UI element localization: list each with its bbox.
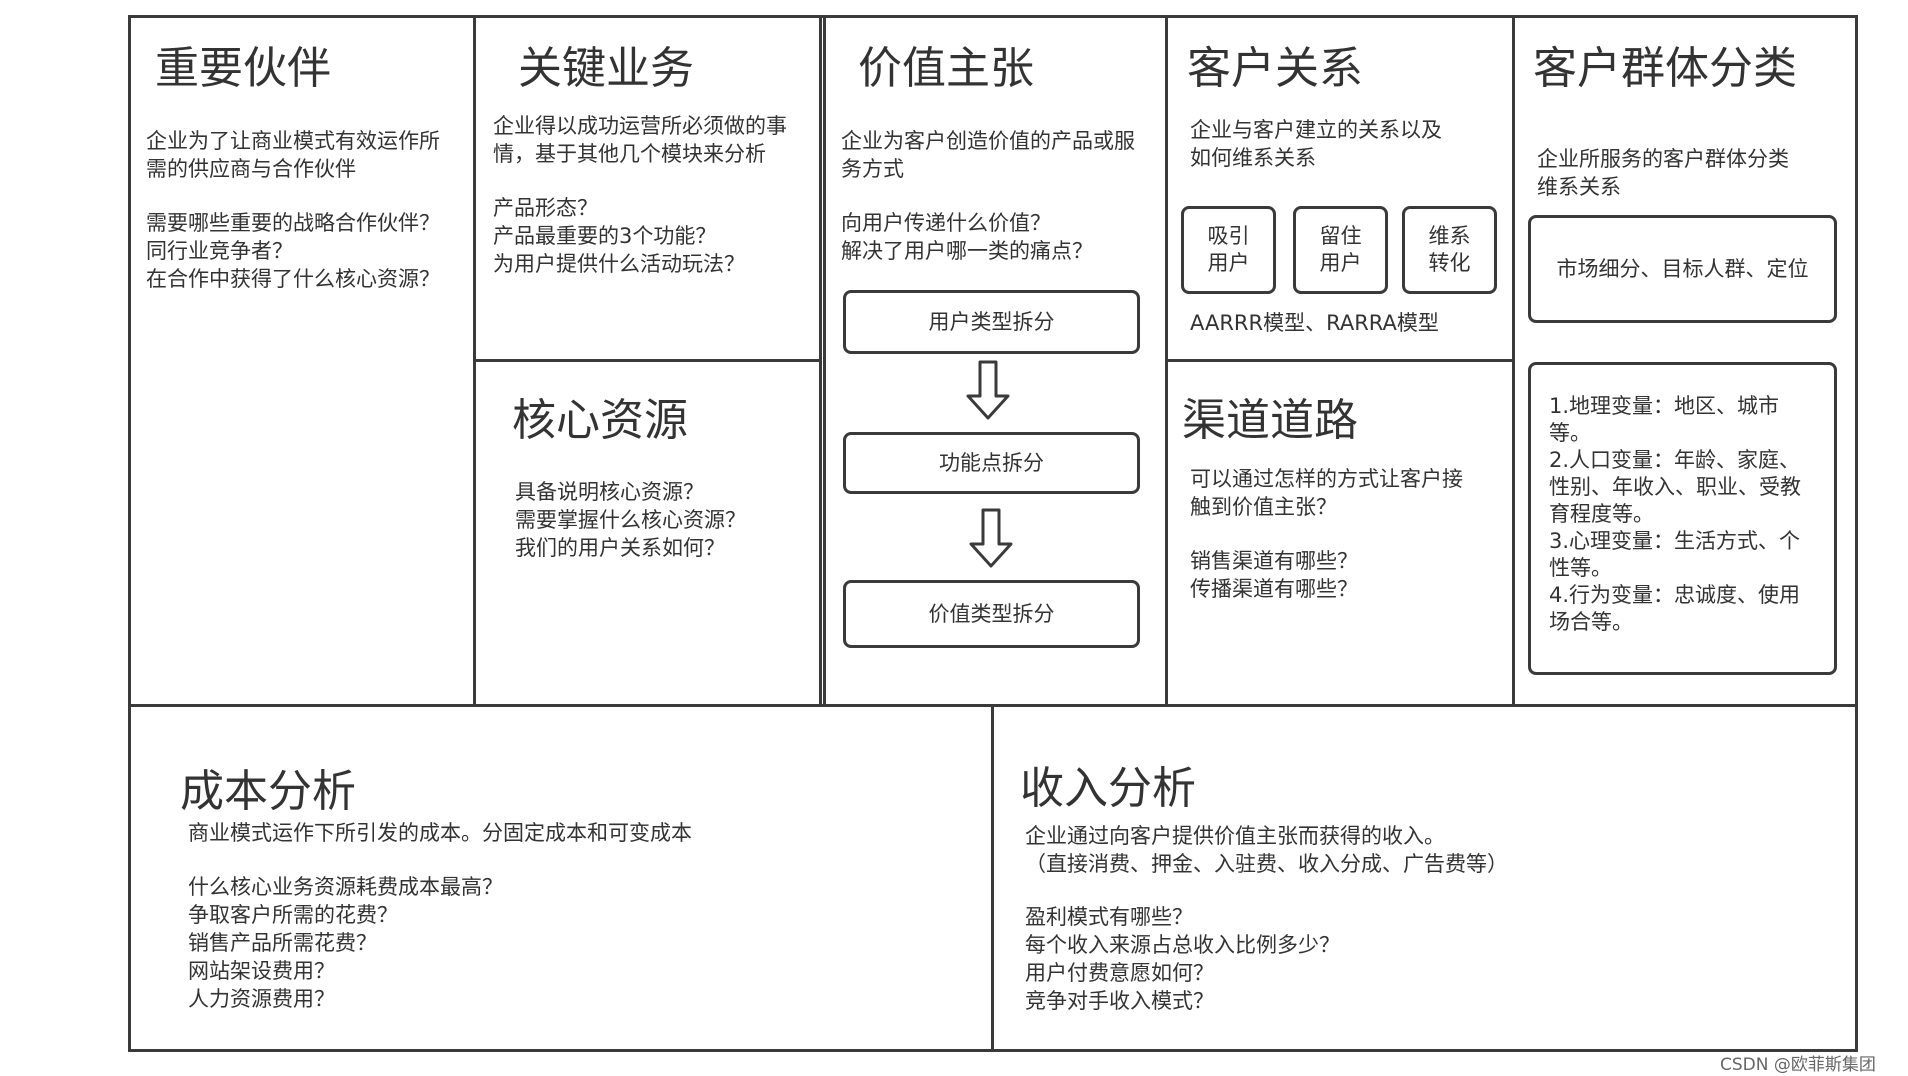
channels-title: 渠道道路 bbox=[1182, 395, 1358, 446]
revenue-streams-desc: 企业通过向客户提供价值主张而获得的收入。 （直接消费、押金、入驻费、收入分成、广… bbox=[1025, 824, 1508, 876]
key-resources-questions: 具备说明核心资源？ 需要掌握什么核心资源？ 我们的用户关系如何？ bbox=[515, 480, 746, 560]
box-attract-users: 吸引 用户 bbox=[1181, 206, 1276, 294]
divider-activities-resources bbox=[473, 359, 822, 362]
step-feature-point: 功能点拆分 bbox=[843, 432, 1140, 494]
segments-market-box: 市场细分、目标人群、定位 bbox=[1528, 215, 1837, 323]
value-proposition-questions: 向用户传递什么价值？ 解决了用户哪一类的痛点？ bbox=[841, 211, 1093, 263]
revenue-streams-title: 收入分析 bbox=[1020, 763, 1196, 814]
key-partners-title: 重要伙伴 bbox=[155, 43, 331, 94]
cost-structure-desc: 商业模式运作下所引发的成本。分固定成本和可变成本 bbox=[188, 821, 692, 845]
customer-relationships-desc: 企业与客户建立的关系以及 如何维系关系 bbox=[1190, 118, 1442, 170]
key-partners-desc: 企业为了让商业模式有效运作所 需的供应商与合作伙伴 bbox=[146, 129, 440, 181]
divider-activities-value-double bbox=[823, 15, 826, 707]
key-partners-questions: 需要哪些重要的战略合作伙伴？ 同行业竞争者？ 在合作中获得了什么核心资源？ bbox=[146, 211, 440, 291]
customer-segments-title: 客户群体分类 bbox=[1533, 43, 1797, 94]
down-arrow-icon bbox=[966, 360, 1010, 420]
value-proposition-desc: 企业为客户创造价值的产品或服 务方式 bbox=[841, 129, 1135, 181]
value-proposition-title: 价值主张 bbox=[858, 43, 1034, 94]
revenue-streams-questions: 盈利模式有哪些？ 每个收入来源占总收入比例多少？ 用户付费意愿如何？ 竞争对手收… bbox=[1025, 905, 1340, 1013]
segments-variables-box: 1.地理变量：地区、城市 等。 2.人口变量：年龄、家庭、 性别、年收入、职业、… bbox=[1528, 362, 1837, 675]
key-activities-title: 关键业务 bbox=[518, 43, 694, 94]
box-maintain-convert: 维系 转化 bbox=[1402, 206, 1497, 294]
key-activities-desc: 企业得以成功运营所必须做的事 情，基于其他几个模块来分析 bbox=[493, 114, 787, 166]
step-value-type: 价值类型拆分 bbox=[843, 580, 1140, 648]
customer-relationships-models: AARRR模型、RARRA模型 bbox=[1190, 311, 1439, 335]
channels-desc: 可以通过怎样的方式让客户接 触到价值主张？ bbox=[1190, 467, 1463, 519]
channels-questions: 销售渠道有哪些？ 传播渠道有哪些？ bbox=[1190, 549, 1358, 601]
divider-cost-revenue bbox=[991, 704, 994, 1052]
key-resources-title: 核心资源 bbox=[512, 395, 688, 446]
customer-segments-desc: 企业所服务的客户群体分类 维系关系 bbox=[1537, 147, 1789, 199]
step-user-type: 用户类型拆分 bbox=[843, 290, 1140, 354]
watermark: CSDN @欧菲斯集团 bbox=[1720, 1055, 1876, 1075]
cost-structure-title: 成本分析 bbox=[180, 766, 356, 817]
down-arrow-icon bbox=[969, 508, 1013, 568]
cost-structure-questions: 什么核心业务资源耗费成本最高？ 争取客户所需的花费？ 销售产品所需花费？ 网站架… bbox=[188, 875, 503, 1011]
divider-relationships-channels bbox=[1165, 359, 1514, 362]
customer-relationships-title: 客户关系 bbox=[1187, 43, 1363, 94]
box-retain-users: 留住 用户 bbox=[1293, 206, 1388, 294]
key-activities-questions: 产品形态？ 产品最重要的3个功能？ 为用户提供什么活动玩法？ bbox=[493, 196, 745, 276]
